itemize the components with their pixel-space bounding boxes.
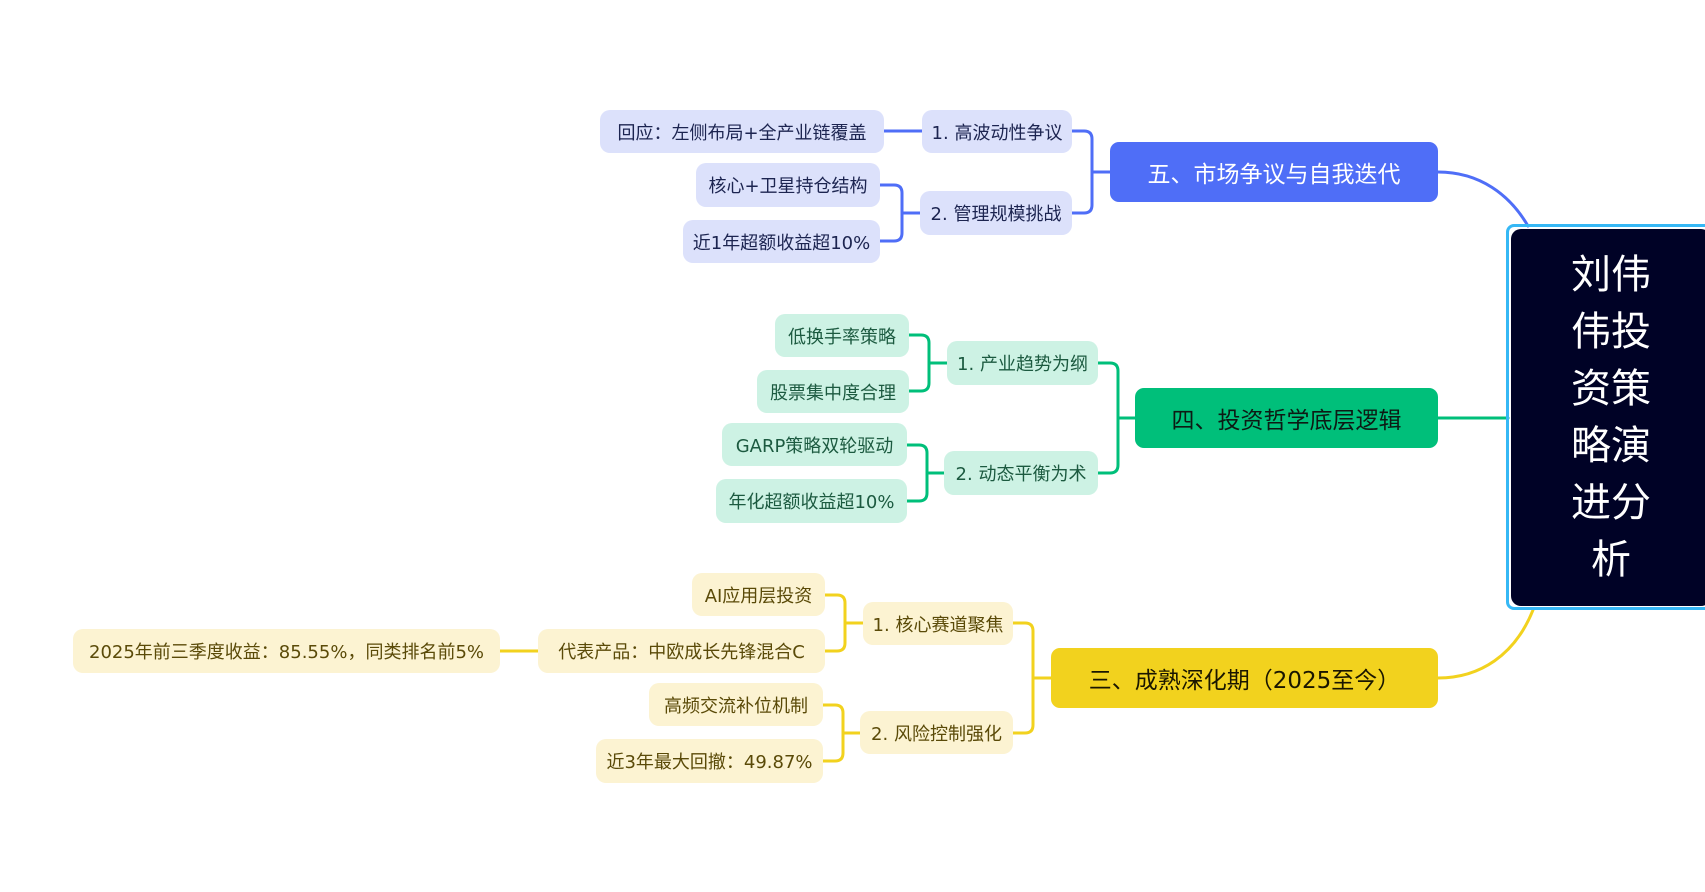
leaf-node[interactable]: 低换手率策略 — [775, 314, 909, 357]
leaf-node[interactable]: AI应用层投资 — [692, 573, 825, 616]
sub-node-volatility[interactable]: 1. 高波动性争议 — [922, 110, 1072, 153]
sub-leaf-node[interactable]: 2025年前三季度收益：85.55%，同类排名前5% — [73, 629, 500, 673]
connector-sub42-leaves — [905, 443, 946, 503]
connector-branch4-subs — [1096, 361, 1137, 475]
sub-node-core-track[interactable]: 1. 核心赛道聚焦 — [863, 602, 1013, 645]
leaf-node[interactable]: 股票集中度合理 — [757, 370, 909, 413]
branch-node-mature-phase[interactable]: 三、成熟深化期（2025至今） — [1051, 648, 1438, 708]
leaf-node[interactable]: 回应：左侧布局+全产业链覆盖 — [600, 110, 884, 153]
sub-node-risk-control[interactable]: 2. 风险控制强化 — [860, 711, 1013, 754]
leaf-node[interactable]: 近1年超额收益超10% — [683, 220, 880, 263]
leaf-node[interactable]: 年化超额收益超10% — [716, 479, 907, 523]
leaf-node[interactable]: GARP策略双轮驱动 — [722, 423, 907, 466]
connector-sub32-leaves — [821, 703, 862, 763]
root-node[interactable]: 刘伟伟投资策略演进分析 — [1511, 229, 1705, 606]
sub-node-industry-trend[interactable]: 1. 产业趋势为纲 — [947, 341, 1098, 385]
connector-sub2-leaves — [878, 183, 922, 243]
sub-node-scale-challenge[interactable]: 2. 管理规模挑战 — [920, 191, 1072, 235]
connector-root-branch3 — [1436, 608, 1535, 680]
root-title: 刘伟伟投资策略演进分析 — [1571, 251, 1651, 583]
sub-node-dynamic-balance[interactable]: 2. 动态平衡为术 — [944, 451, 1098, 495]
connector-sub41-leaves — [907, 333, 949, 393]
connector-root-branch5 — [1436, 170, 1530, 228]
branch-node-investment-philosophy[interactable]: 四、投资哲学底层逻辑 — [1135, 388, 1438, 448]
leaf-node[interactable]: 高频交流补位机制 — [649, 683, 823, 726]
connector-sub31-leaves — [823, 593, 865, 653]
connector-branch3-subs — [1011, 621, 1053, 735]
branch-node-market-controversy[interactable]: 五、市场争议与自我迭代 — [1110, 142, 1438, 202]
connector-branch5-subs — [1070, 129, 1112, 215]
leaf-node[interactable]: 核心+卫星持仓结构 — [696, 163, 880, 207]
leaf-node[interactable]: 近3年最大回撤：49.87% — [596, 739, 823, 783]
root-node-selection-border — [1506, 224, 1705, 610]
leaf-node[interactable]: 代表产品：中欧成长先锋混合C — [538, 629, 825, 673]
